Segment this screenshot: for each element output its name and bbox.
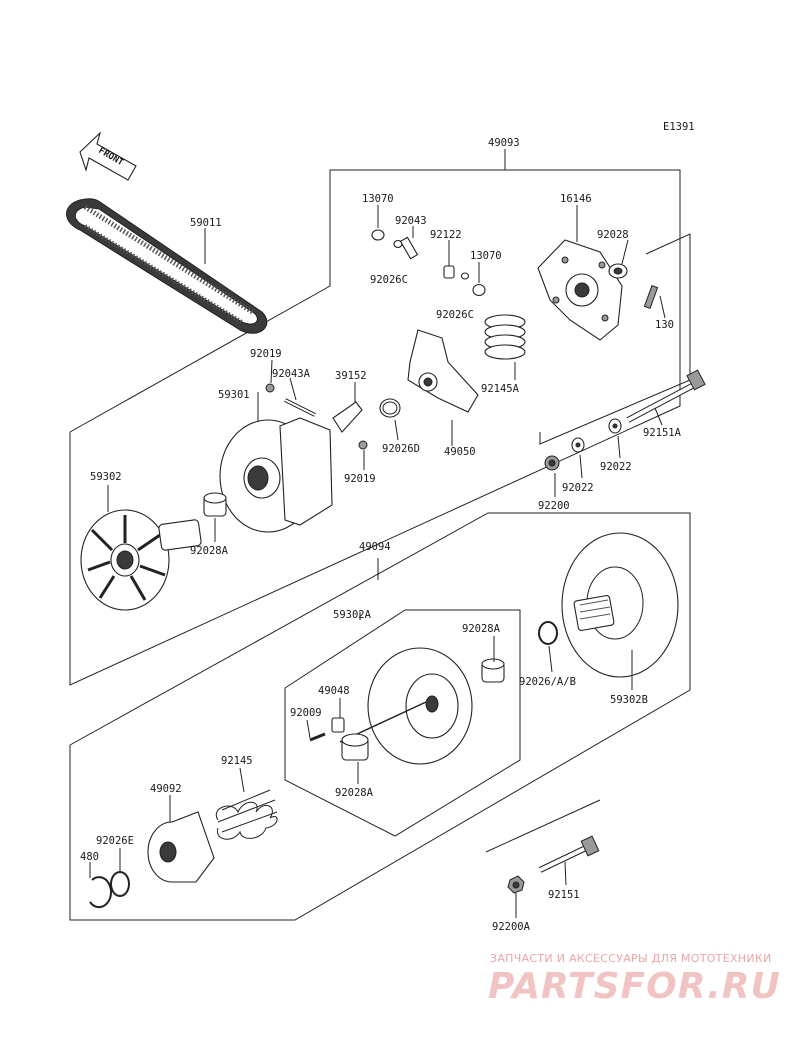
label-92019-a: 92019: [250, 348, 282, 360]
bushing-92028a-bottom: [341, 733, 369, 784]
weight-39152: [332, 382, 363, 433]
label-92028a-bottom: 92028A: [335, 787, 374, 799]
diagram-code: E1391: [663, 121, 695, 133]
label-13070-b: 13070: [470, 250, 502, 262]
label-92145: 92145: [221, 755, 253, 767]
label-92009: 92009: [290, 707, 322, 719]
washer-92022-b: [571, 437, 585, 479]
front-arrow-icon: FRONT: [79, 131, 137, 181]
label-130: 130: [655, 319, 674, 331]
nut-92019-a: [265, 359, 275, 393]
label-92151a: 92151A: [643, 427, 682, 439]
washer-92022-a: [608, 418, 622, 459]
bolt-92151: [538, 835, 600, 886]
nut-92200: [544, 455, 560, 497]
spring-92145: [215, 767, 278, 840]
label-92019-b: 92019: [344, 473, 376, 485]
sheave-59302a: [339, 647, 473, 765]
label-49093: 49093: [488, 137, 520, 149]
label-92043: 92043: [395, 215, 427, 227]
label-92028: 92028: [597, 229, 629, 241]
bushing-92028a-right: [481, 636, 505, 683]
label-92043a: 92043A: [272, 368, 311, 380]
subassembly-outline-59302a: [284, 609, 521, 837]
slider-49048: [331, 698, 345, 733]
collar-13070-a: [371, 205, 385, 241]
washer-92026c-b: [460, 272, 470, 280]
label-59301: 59301: [218, 389, 250, 401]
watermark-tagline: ЗАПЧАСТИ И АКСЕССУАРЫ ДЛЯ МОТОТЕХНИКИ: [490, 952, 772, 965]
washer-92026d: [379, 398, 401, 441]
label-59302: 59302: [90, 471, 122, 483]
roller-92122: [443, 240, 455, 279]
screw-92009: [306, 719, 326, 742]
bushing-92028a-top: [203, 492, 227, 542]
label-49048: 49048: [318, 685, 350, 697]
label-92122: 92122: [430, 229, 462, 241]
label-92028a-top: 92028A: [190, 545, 229, 557]
label-59011: 59011: [190, 217, 222, 229]
assembly-outline-49094: [69, 512, 691, 921]
fixed-sheave-59302: [80, 485, 202, 611]
label-59302a: 59302A: [333, 609, 372, 621]
label-59302b: 59302B: [610, 694, 648, 706]
drive-belt: [66, 198, 268, 334]
label-92026c-a: 92026C: [370, 274, 408, 286]
circlip-480: [89, 862, 112, 909]
label-16146: 16146: [560, 193, 592, 205]
label-92022-a: 92022: [600, 461, 632, 473]
bushing-92028: [608, 239, 629, 279]
label-92022-b: 92022: [562, 482, 594, 494]
label-39152: 39152: [335, 370, 367, 382]
label-92200: 92200: [538, 500, 570, 512]
label-49050: 49050: [444, 446, 476, 458]
washer-92026e: [110, 848, 130, 897]
label-480: 480: [80, 851, 99, 863]
label-92151: 92151: [548, 889, 580, 901]
label-92026e: 92026E: [96, 835, 134, 847]
label-49092: 49092: [150, 783, 182, 795]
movable-sheave-59301: [219, 392, 333, 533]
cam-49092: [147, 795, 215, 883]
assembly-outline-49093: [69, 149, 681, 686]
nut-92019-b: [358, 440, 368, 470]
pin-92043: [399, 226, 419, 260]
bolt-130: [643, 284, 666, 319]
spring-92145a: [484, 314, 526, 380]
label-92026d: 92026D: [382, 443, 420, 455]
label-92200a: 92200A: [492, 921, 531, 933]
watermark-brand: PARTSFOR.RU: [488, 966, 781, 1007]
label-92028a-right: 92028A: [462, 623, 501, 635]
nut-92200a: [507, 875, 525, 918]
label-13070-a: 13070: [362, 193, 394, 205]
bolt-92151a: [626, 369, 706, 426]
collar-13070-b: [472, 262, 486, 297]
label-92026c-b: 92026C: [436, 309, 474, 321]
pin-92043a: [284, 377, 316, 417]
spider-49050: [407, 329, 479, 446]
label-92145a: 92145A: [481, 383, 520, 395]
label-92026ab: 92026/A/B: [519, 676, 576, 688]
label-49094: 49094: [359, 541, 391, 553]
ramp-cover: [537, 205, 623, 341]
fixed-sheave-59302b: [561, 532, 679, 690]
washer-92026ab: [538, 621, 558, 673]
